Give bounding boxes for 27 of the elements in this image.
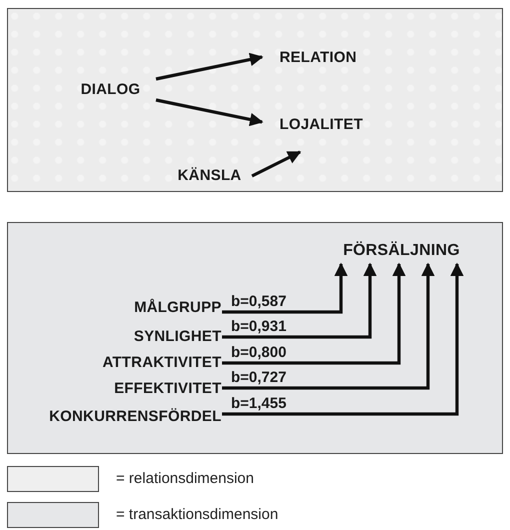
node-label: EFFEKTIVITET	[114, 380, 222, 397]
node-label: DIALOG	[80, 81, 140, 98]
node-label: KONKURRENSFÖRDEL	[49, 408, 222, 425]
panel-background	[7, 222, 503, 454]
arrow	[222, 262, 464, 416]
legend-label: = transaktionsdimension	[116, 506, 278, 523]
node-label: FÖRSÄLJNING	[343, 242, 460, 260]
arrow	[251, 150, 302, 178]
arrow	[222, 262, 406, 365]
node-label: RELATION	[280, 49, 357, 66]
arrow	[222, 262, 348, 314]
edge-label: b=1,455	[230, 396, 288, 412]
arrow	[222, 262, 435, 390]
arrow	[156, 98, 264, 126]
node-label: ATTRAKTIVITET	[102, 354, 222, 371]
node-label: MÅLGRUPP	[134, 299, 222, 316]
edge-label: b=0,800	[230, 345, 288, 361]
edge-label: b=0,931	[230, 319, 288, 335]
node-label: SYNLIGHET	[134, 328, 222, 345]
arrow	[222, 262, 377, 339]
edge-label: b=0,727	[230, 370, 288, 386]
panel-background	[7, 8, 503, 192]
edge-label: b=0,587	[230, 294, 288, 310]
legend-label: = relationsdimension	[116, 470, 254, 487]
node-label: KÄNSLA	[178, 167, 242, 184]
arrow	[156, 52, 264, 81]
node-label: LOJALITET	[280, 116, 363, 133]
